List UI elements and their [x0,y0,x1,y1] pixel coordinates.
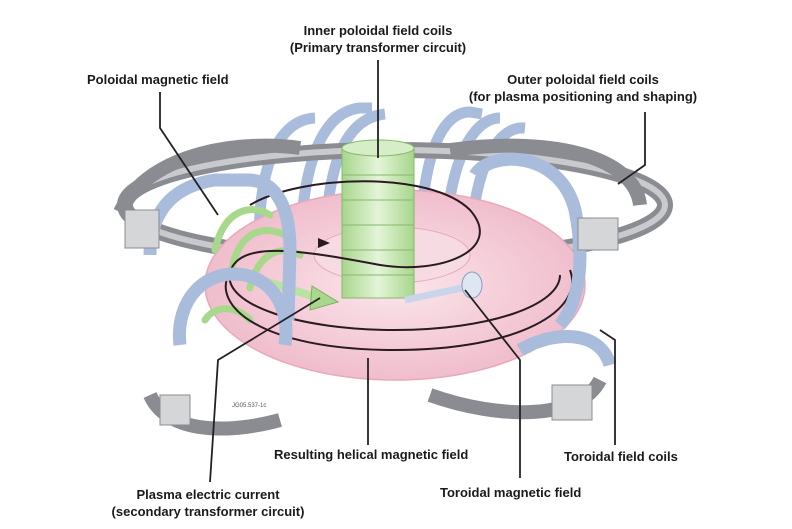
inner-coils-title: Inner poloidal field coils [303,23,453,38]
figure-code: JG05.537-1c [232,403,267,409]
outer-poloidal-coils-front [113,138,647,436]
label-toroidal-field: Toroidal magnetic field [440,485,582,500]
label-plasma-current: Plasma electric current (secondary trans… [98,486,318,520]
label-poloidal-field: Poloidal magnetic field [87,72,229,87]
label-toroidal-coils: Toroidal field coils [564,449,678,464]
toroidal-field-coils-front [143,152,617,368]
outer-coils-subtitle: (for plasma positioning and shaping) [468,89,698,104]
label-helical-field: Resulting helical magnetic field [274,447,469,462]
helical-arrow-head [318,238,330,248]
helical-field-line [224,180,573,352]
label-inner-poloidal-coils: Inner poloidal field coils (Primary tran… [278,22,478,56]
inner-coils-subtitle: (Primary transformer circuit) [289,40,467,55]
plasma-current-subtitle: (secondary transformer circuit) [111,504,305,519]
plasma-current-title: Plasma electric current [136,487,280,502]
label-outer-poloidal-coils: Outer poloidal field coils (for plasma p… [448,71,718,105]
leader-lines [159,60,646,483]
central-solenoid [341,139,415,299]
outer-coils-title: Outer poloidal field coils [507,72,659,87]
